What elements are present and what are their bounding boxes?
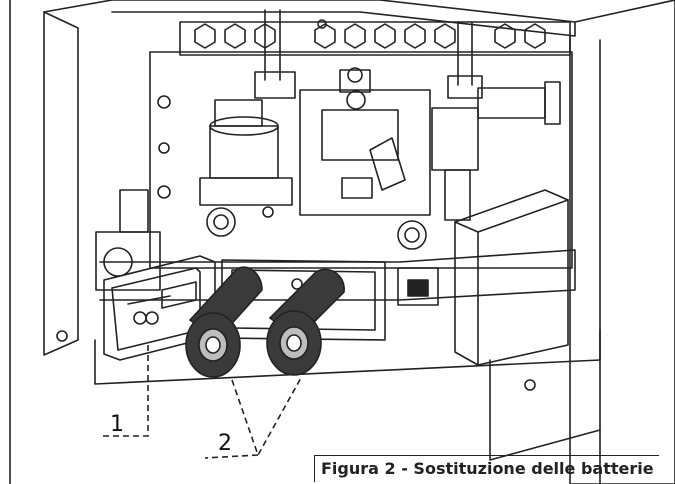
heat-exchanger-fins [179, 21, 571, 56]
chassis-base [94, 329, 601, 385]
casing-right-wall [569, 0, 675, 484]
fitting-left-hole [213, 214, 229, 230]
power-switch [407, 279, 429, 297]
water-valve-body [431, 107, 479, 171]
gas-pipe-right [457, 21, 473, 86]
callout-number-2: 2 [218, 431, 232, 456]
callout-number-1: 1 [110, 412, 124, 437]
control-box [454, 189, 569, 366]
figure-caption: Figura 2 - Sostituzione delle batterie [314, 455, 659, 482]
base-screw-left [56, 330, 68, 342]
casing-left-wall [43, 11, 79, 356]
batteries [185, 266, 345, 378]
casing-top-lid [111, 0, 576, 37]
top-screw [317, 19, 327, 29]
pipe-nut-right [447, 75, 483, 99]
water-connector [477, 87, 546, 119]
small-screw [262, 206, 274, 218]
pipe-nut-left [254, 71, 296, 99]
leader-line-2 [231, 375, 303, 457]
power-switch-housing [397, 267, 439, 306]
base-screw-right [524, 379, 536, 391]
thermostat [119, 189, 149, 233]
pressure-knob [369, 137, 406, 191]
leader-line-2-base [204, 454, 259, 459]
battery-left [185, 266, 263, 378]
mounting-plate [149, 51, 573, 269]
fitting-left [206, 207, 236, 237]
leader-line-1 [100, 345, 149, 437]
casing-top-edge-left [43, 0, 113, 13]
battery-right [266, 268, 345, 376]
water-connector-nut [544, 81, 561, 125]
plate-screw-2 [158, 142, 170, 154]
chassis-support [489, 359, 601, 461]
water-valve-stem [444, 169, 471, 221]
microswitch [341, 177, 373, 199]
plate-screw-1 [157, 95, 171, 109]
solenoid-valve [199, 99, 293, 206]
gas-valve-assembly [299, 67, 431, 216]
fitting-center-hole [404, 227, 420, 243]
fitting-center [397, 220, 427, 250]
battery-cover [103, 255, 216, 361]
plate-screw-3 [157, 185, 171, 199]
gas-pipe-left [264, 9, 281, 81]
